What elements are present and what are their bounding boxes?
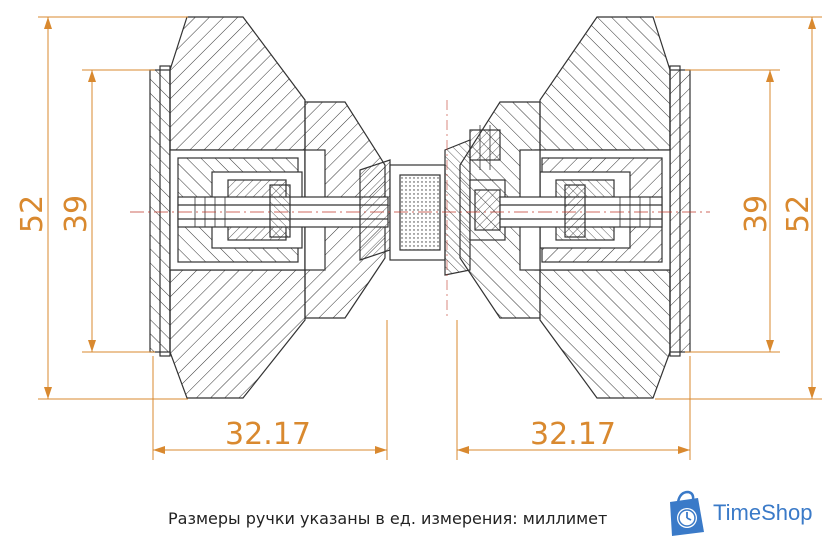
shopping-bag-clock-icon (670, 490, 704, 536)
dim-width-left: 32.17 (225, 417, 311, 452)
dim-width-right: 32.17 (530, 417, 616, 452)
dim-outer-height-right: 52 (781, 195, 816, 233)
dim-inner-height-right: 39 (739, 195, 774, 233)
dimension-lines (38, 16, 822, 460)
left-knob (149, 16, 389, 399)
right-knob (459, 16, 691, 399)
units-caption: Размеры ручки указаны в ед. измерения: м… (168, 509, 608, 528)
dim-outer-height-left: 52 (15, 195, 50, 233)
brand-logo[interactable]: TimeShop (660, 488, 840, 540)
brand-name: TimeShop (713, 500, 813, 525)
dim-inner-height-left: 39 (59, 195, 94, 233)
